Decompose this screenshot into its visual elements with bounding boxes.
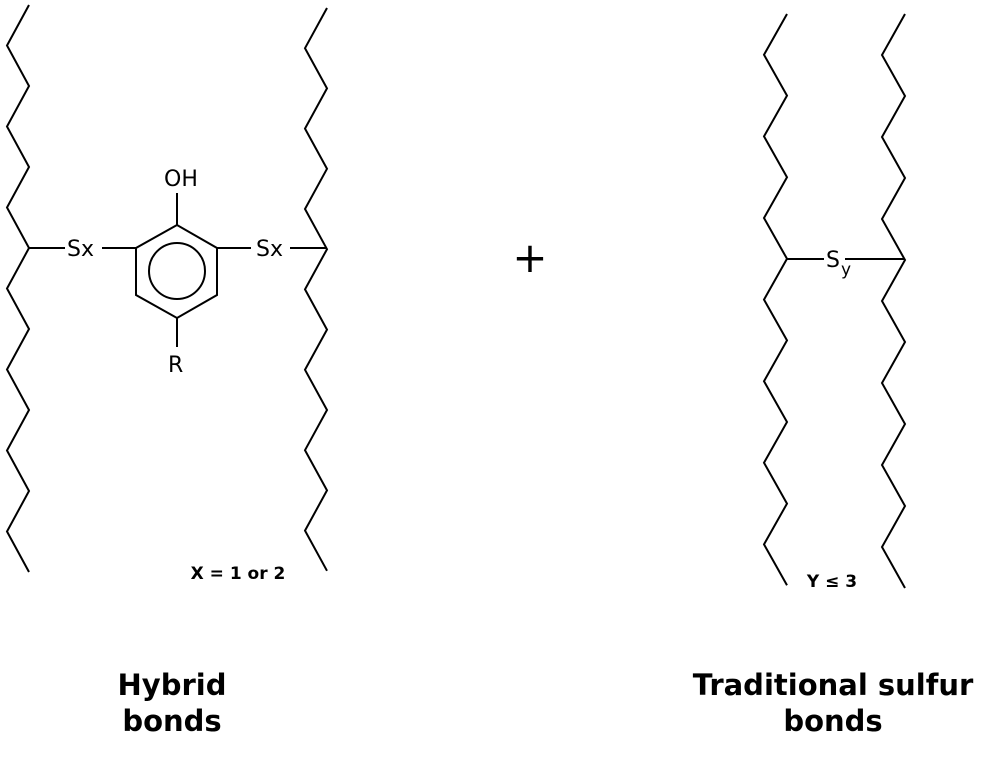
sx-left-label: Sx: [67, 237, 94, 262]
polymer-chain-right-1: [762, 13, 789, 586]
x-note: X = 1 or 2: [191, 564, 286, 584]
y-note: Y ≤ 3: [806, 572, 857, 592]
s-label: S: [826, 248, 840, 273]
r-label: R: [168, 353, 183, 378]
plus-sign: +: [512, 233, 547, 282]
traditional-caption-1: Traditional sulfur: [693, 668, 974, 702]
polymer-chain-left-1: [5, 4, 31, 573]
traditional-caption-2: bonds: [783, 704, 882, 738]
sx-right-label: Sx: [256, 237, 283, 262]
oh-label: OH: [164, 167, 198, 192]
hybrid-caption-1: Hybrid: [118, 668, 227, 702]
polymer-chain-left-2: [303, 7, 329, 572]
hybrid-caption-2: bonds: [122, 704, 221, 738]
s-subscript: y: [841, 260, 851, 280]
phenol-ring: [135, 193, 218, 347]
polymer-chain-right-2: [880, 13, 907, 589]
